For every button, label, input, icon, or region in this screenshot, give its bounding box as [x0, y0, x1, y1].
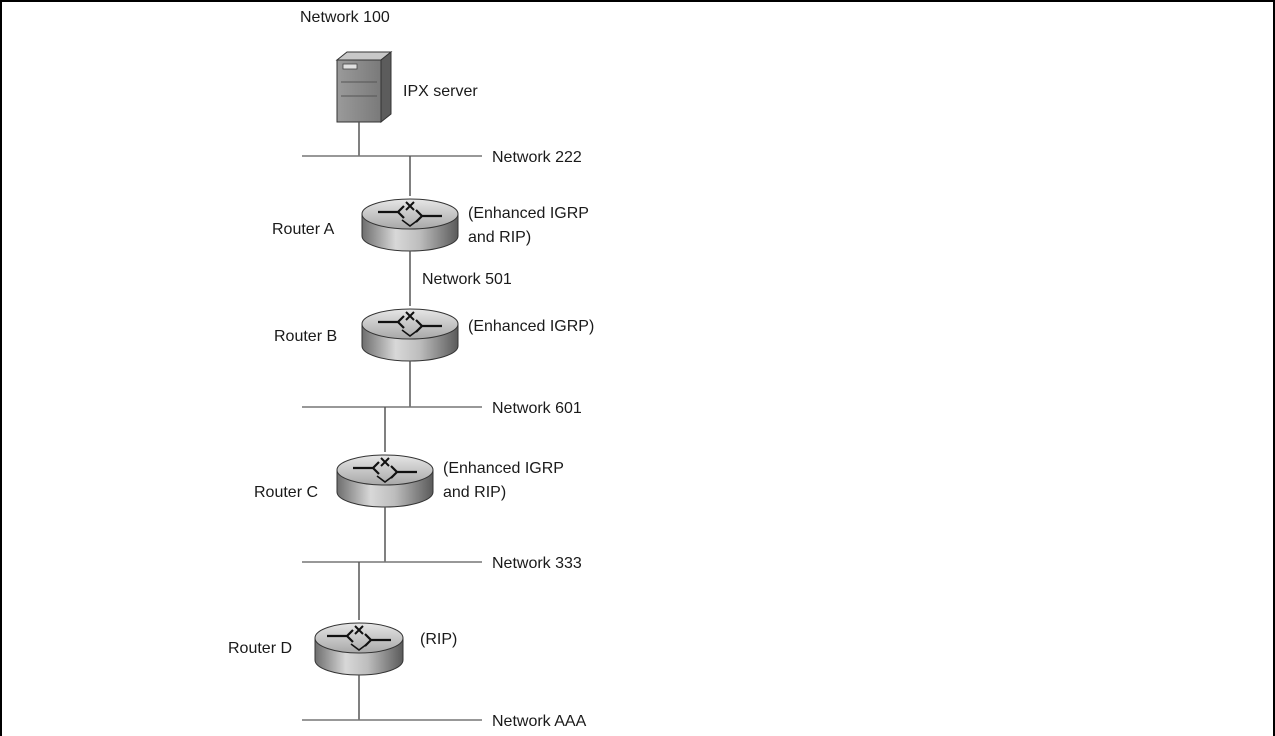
- router-d-protocol: (RIP): [420, 631, 457, 648]
- network-222-label: Network 222: [492, 149, 582, 166]
- router-b-label: Router B: [274, 328, 337, 345]
- router-c-protocol-line2: and RIP): [443, 484, 506, 501]
- router-c-label: Router C: [254, 484, 318, 501]
- router-a-label: Router A: [272, 221, 335, 238]
- network-aaa-label: Network AAA: [492, 713, 587, 730]
- router-a-protocol-line2: and RIP): [468, 229, 531, 246]
- router-a-protocol-line1: (Enhanced IGRP: [468, 205, 589, 222]
- network-333-label: Network 333: [492, 555, 582, 572]
- router-c-icon: [336, 454, 434, 508]
- router-b-protocol: (Enhanced IGRP): [468, 318, 594, 335]
- network-501-label: Network 501: [422, 271, 512, 288]
- router-a-icon: [361, 198, 459, 252]
- router-c-protocol-line1: (Enhanced IGRP: [443, 460, 564, 477]
- network-100-label: Network 100: [300, 9, 390, 26]
- network-601-label: Network 601: [492, 400, 582, 417]
- ipx-server-icon: [335, 50, 393, 124]
- router-b-icon: [361, 308, 459, 362]
- router-d-label: Router D: [228, 640, 292, 657]
- ipx-server-label: IPX server: [403, 83, 478, 100]
- router-d-icon: [314, 622, 404, 676]
